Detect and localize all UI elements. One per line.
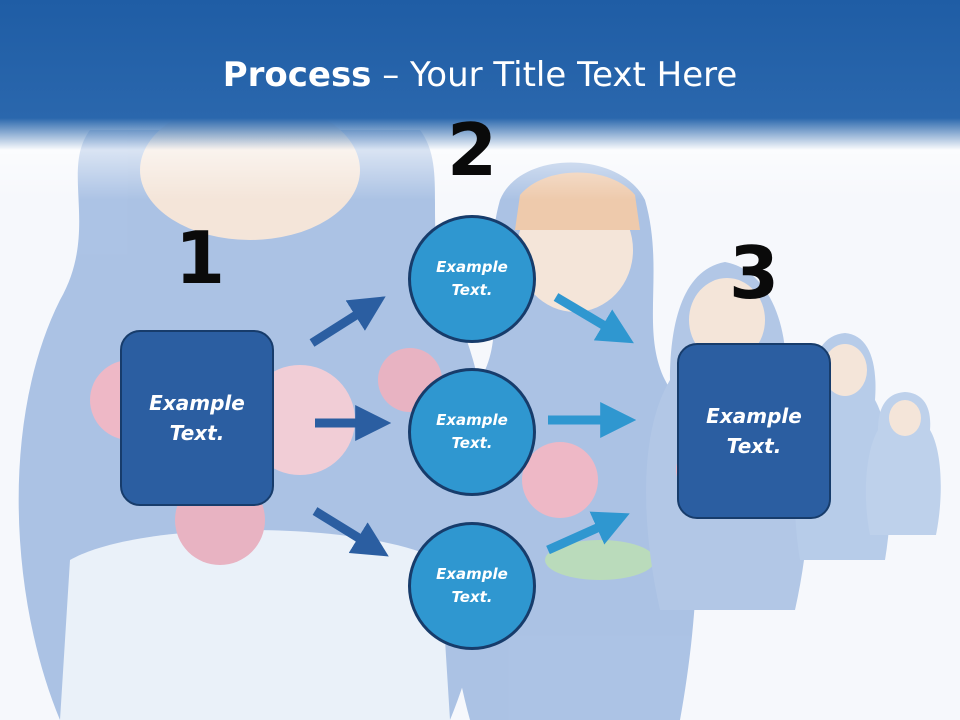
step-number-2: 2 — [446, 108, 498, 192]
title-rest: – Your Title Text Here — [371, 55, 738, 95]
left-process-box: Example Text. — [120, 330, 274, 506]
arrow-top-to-right — [553, 293, 634, 344]
right-box-text: Example Text. — [706, 404, 802, 458]
title-bold: Process — [222, 55, 372, 95]
right-process-box: Example Text. — [677, 343, 831, 519]
step-number-3: 3 — [728, 231, 780, 315]
left-box-text: Example Text. — [149, 391, 245, 445]
circle-bottom: Example Text. — [408, 522, 536, 650]
arrow-left-to-bottom — [312, 507, 389, 557]
circle-middle-text: Example Text. — [436, 411, 508, 452]
circle-top: Example Text. — [408, 215, 536, 343]
header-band — [0, 0, 960, 200]
circle-bottom-text: Example Text. — [436, 565, 508, 606]
slide-title: Process – Your Title Text Here — [0, 54, 960, 96]
circle-middle: Example Text. — [408, 368, 536, 496]
arrow-bottom-to-right — [546, 511, 630, 555]
circle-top-text: Example Text. — [436, 258, 508, 299]
step-number-1: 1 — [174, 216, 226, 300]
arrow-left-to-top — [309, 296, 386, 347]
